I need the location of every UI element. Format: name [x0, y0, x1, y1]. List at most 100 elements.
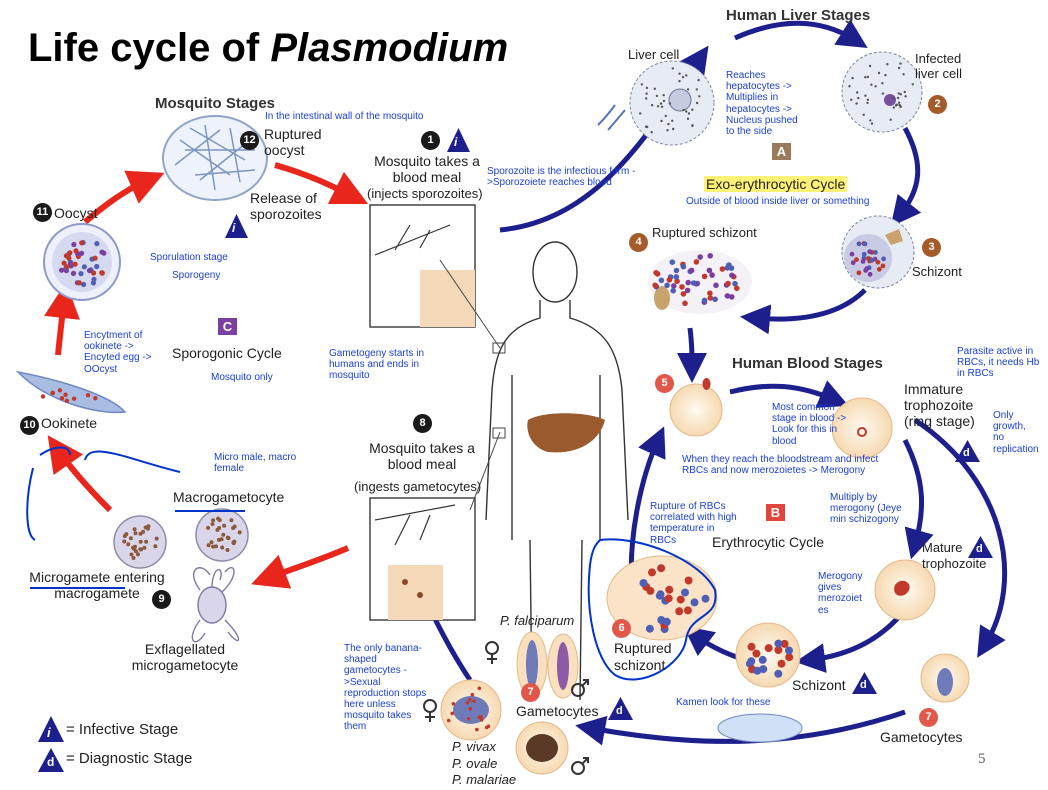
parasite-dot: [79, 250, 85, 256]
parasite-dot: [79, 240, 85, 246]
parasite-dot: [142, 545, 147, 550]
note-intestinal-wall: In the intestinal wall of the mosquito: [265, 111, 424, 122]
parasite-dot: [774, 669, 783, 678]
triangle-letter-i-1: i: [454, 135, 458, 149]
label-exo-erythrocytic-cycle: Exo-erythrocytic Cycle: [704, 176, 848, 192]
parasite-dot: [657, 564, 666, 573]
parasite-dot: [861, 251, 867, 257]
parasite-dot: [895, 103, 898, 106]
parasite-dot: [899, 104, 902, 108]
legend-letter-d: d: [47, 755, 55, 769]
parasite-dot: [646, 586, 655, 595]
gender-symbols: [423, 641, 589, 775]
parasite-dot: [868, 64, 872, 68]
parasite-dot: [211, 518, 216, 523]
parasite-dot: [99, 249, 105, 255]
parasite-dot: [94, 263, 100, 270]
oocyst-drawing: [43, 223, 121, 301]
parasite-dot: [780, 639, 789, 648]
parasite-dot: [697, 254, 703, 260]
parasite-dot: [648, 568, 656, 577]
parasite-dot: [138, 531, 143, 536]
parasite-dot: [709, 272, 715, 278]
parasite-dot: [697, 78, 700, 82]
parasite-dot: [652, 282, 658, 289]
parasite-dot: [678, 79, 681, 83]
label-gametocytes-left: Gametocytes: [516, 703, 599, 719]
parasite-dot: [229, 518, 234, 523]
page-number: 5: [978, 751, 986, 767]
parasite-dot: [851, 76, 854, 80]
parasite-dot: [466, 717, 471, 721]
parasite-dot: [764, 644, 773, 653]
parasite-dot: [854, 257, 859, 262]
parasite-dot: [904, 95, 907, 98]
legend-letter-i: i: [47, 725, 51, 740]
parasite-dot: [777, 659, 786, 668]
parasite-dot: [465, 701, 470, 705]
note-only-growth: Only growth, no replication: [993, 410, 1039, 455]
parasite-dot: [686, 117, 690, 121]
infected-liver-cell-drawing: [841, 51, 923, 133]
parasite-dot: [656, 105, 660, 108]
parasite-dot: [728, 294, 735, 300]
parasite-dot: [668, 102, 672, 105]
stage-number-5: 5: [655, 374, 674, 393]
parasite-dot: [667, 122, 670, 126]
parasite-dot: [206, 543, 211, 548]
parasite-dot: [136, 552, 140, 557]
label-release-sporozoites: Release of sporozoites: [250, 190, 322, 223]
parasite-dot: [154, 536, 159, 541]
parasite-dot: [66, 255, 72, 261]
legend-diagnostic-stage: = Diagnostic Stage: [66, 750, 193, 767]
parasite-dot: [665, 585, 674, 594]
arrow-schizont-to-ruptured: [740, 288, 867, 335]
parasite-dot: [712, 296, 718, 303]
parasite-dot: [650, 131, 653, 134]
label-sporogonic-cycle: Sporogonic Cycle: [172, 345, 282, 361]
parasite-dot: [774, 639, 783, 648]
label-mosquito-blood-meal-1: Mosquito takes a blood meal: [374, 153, 480, 186]
parasite-dot: [897, 66, 901, 70]
stage-number-3: 3: [922, 238, 941, 257]
parasite-dot: [897, 92, 900, 95]
parasite-dot: [701, 273, 708, 280]
label-gametocytes-right: Gametocytes: [880, 729, 963, 745]
parasite-dot: [645, 97, 648, 100]
parasite-dot: [695, 101, 699, 105]
parasite-dot: [892, 97, 895, 100]
cycle-letter-c: C: [218, 318, 237, 335]
parasite-dot: [729, 272, 735, 279]
label-ruptured-oocyst: Ruptured oocyst: [264, 126, 322, 159]
parasite-dot: [875, 259, 881, 265]
parasite-dot: [67, 250, 73, 256]
parasite-dot: [93, 396, 98, 401]
parasite-dot: [674, 278, 680, 285]
parasite-dot: [691, 124, 694, 127]
label-immature-trophozoite: Immature trophozoite (ring stage): [904, 381, 975, 430]
parasite-dot: [211, 544, 216, 549]
diagnostic-triangle-icon-ring: [955, 440, 980, 462]
note-merogony-gives: Merogony gives merozoiet es: [818, 571, 863, 616]
parasite-dot: [681, 588, 689, 597]
parasite-dot: [477, 715, 481, 720]
parasite-dot: [685, 110, 688, 113]
stage-number-8: 8: [413, 414, 432, 433]
page-title-italic: Plasmodium: [270, 26, 509, 70]
parasite-dot: [64, 264, 70, 270]
label-p-falciparum: P. falciparum: [500, 613, 575, 628]
parasite-dot: [884, 73, 887, 77]
parasite-dot: [64, 398, 70, 403]
parasite-dot: [678, 72, 681, 75]
parasite-dot: [70, 270, 77, 276]
parasite-dot: [477, 686, 482, 691]
parasite-dot: [866, 101, 869, 105]
parasite-dot: [675, 607, 684, 616]
parasite-dot: [639, 112, 642, 115]
note-sporogeny: Sporogeny: [172, 270, 221, 281]
parasite-dot: [468, 697, 472, 702]
arrow-ring-to-mature: [902, 438, 934, 560]
parasite-dot: [73, 248, 79, 254]
parasite-dot: [129, 552, 134, 557]
parasite-dot: [785, 646, 793, 655]
